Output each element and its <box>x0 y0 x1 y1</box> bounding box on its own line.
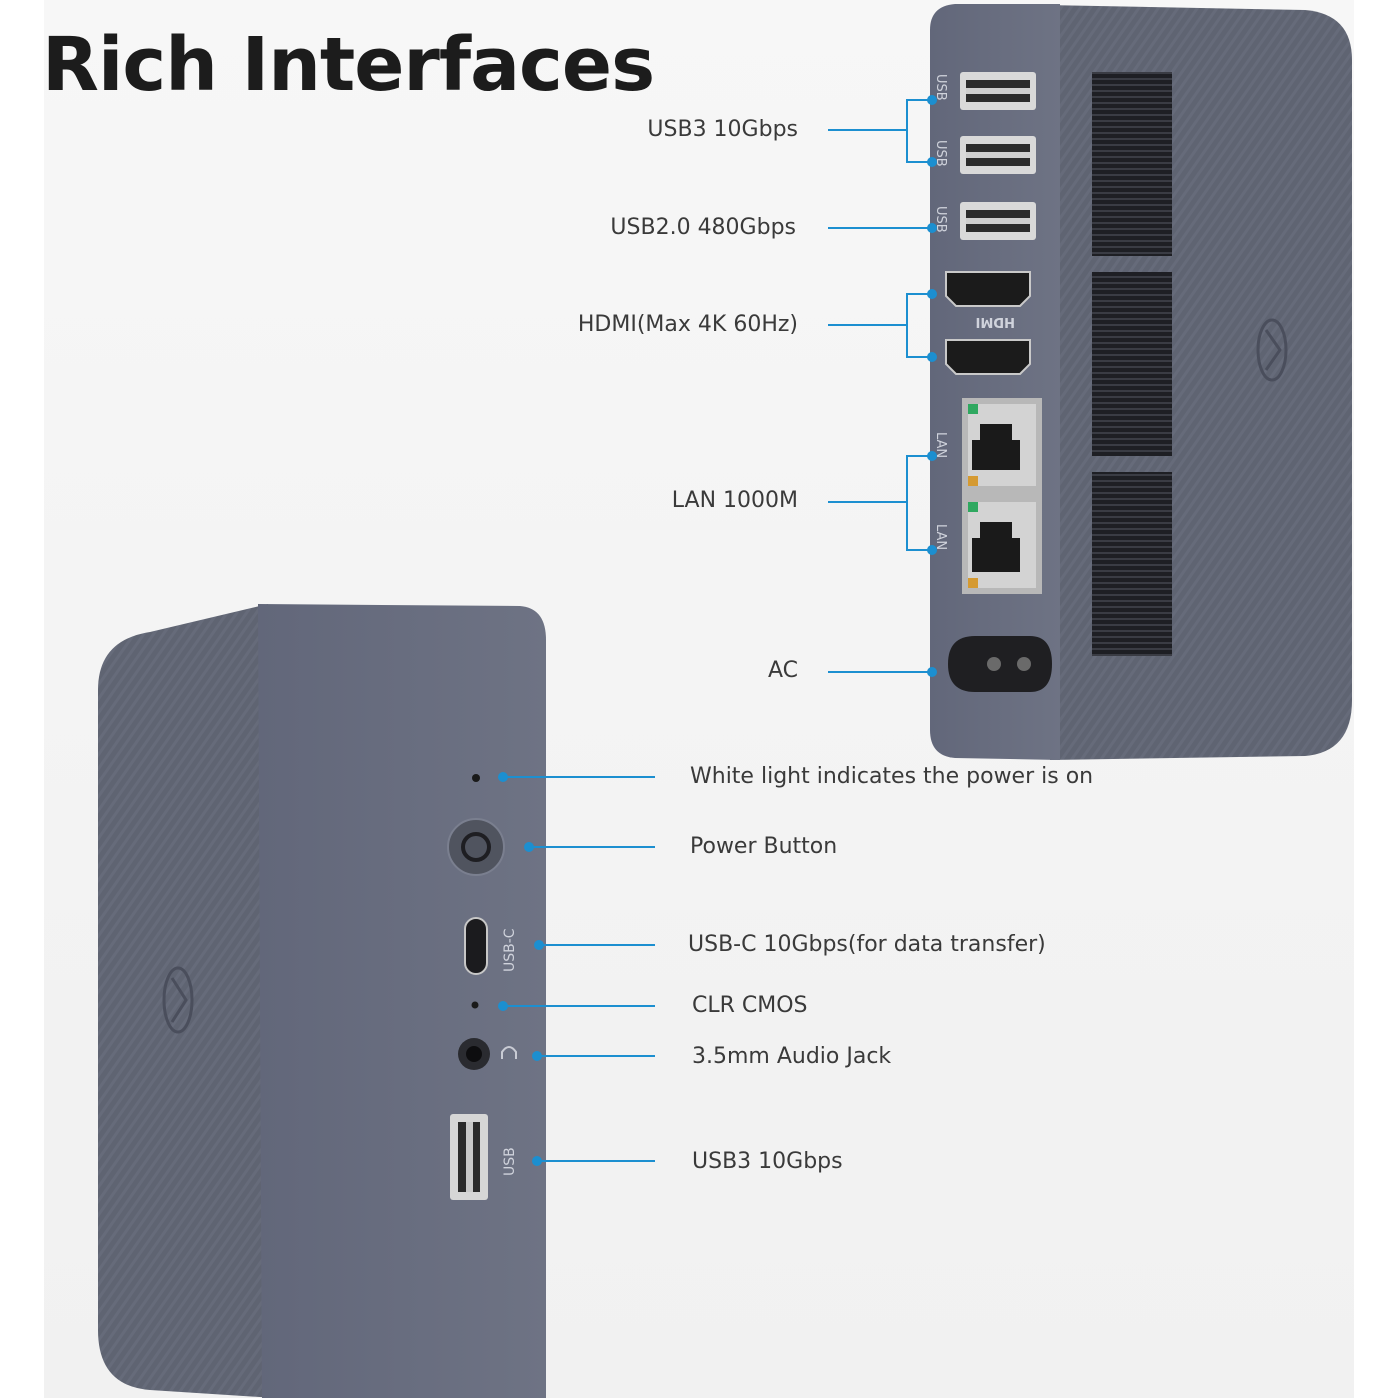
rear-usb-port-3 <box>960 202 1036 240</box>
marking-usb-c: USB-C <box>502 928 518 972</box>
clr-cmos-hole <box>471 1001 479 1009</box>
label-usb-c: USB-C 10Gbps(for data transfer) <box>688 932 1046 957</box>
rear-ac-inlet <box>948 636 1052 692</box>
callout-usb2-rear <box>828 223 937 233</box>
callout-lan-rear <box>828 451 937 555</box>
audio-jack-port <box>458 1038 490 1070</box>
callout-clr-cmos <box>498 1001 655 1011</box>
callout-power-light <box>498 772 655 782</box>
callout-hdmi-rear <box>828 289 937 362</box>
label-power-button: Power Button <box>690 834 838 859</box>
marking-usb-3: USB <box>933 206 948 233</box>
rear-hdmi-port-2 <box>945 339 1031 375</box>
label-ac-rear: AC <box>767 658 798 683</box>
page-title: Rich Interfaces <box>42 22 655 108</box>
callout-usb3-front <box>532 1156 655 1166</box>
marking-usb-2: USB <box>933 140 948 167</box>
vent-bottom <box>1092 472 1172 656</box>
label-audio: 3.5mm Audio Jack <box>692 1044 892 1069</box>
marking-usb-1: USB <box>933 74 948 101</box>
front-usb-port <box>450 1114 488 1200</box>
headphone-icon <box>501 1046 517 1059</box>
rear-device-side <box>1045 5 1352 760</box>
rear-usb-port-2 <box>960 136 1036 174</box>
label-usb3-front: USB3 10Gbps <box>692 1149 843 1174</box>
label-lan-rear: LAN 1000M <box>671 488 798 513</box>
label-clr-cmos: CLR CMOS <box>692 993 808 1018</box>
rear-hdmi-port-1 <box>945 271 1031 307</box>
callout-audio <box>532 1051 655 1061</box>
marking-lan-1: LAN <box>933 432 948 458</box>
label-hdmi-rear: HDMI(Max 4K 60Hz) <box>577 312 798 337</box>
rear-usb-port-1 <box>960 72 1036 110</box>
vent-top <box>1092 72 1172 256</box>
label-usb2-rear: USB2.0 480Gbps <box>610 215 796 240</box>
front-device-face <box>258 604 546 1398</box>
brand-logo-icon-front <box>162 966 194 1034</box>
callout-power-button <box>524 842 655 852</box>
callout-ac-rear <box>828 667 937 677</box>
callout-usb-c <box>534 940 655 950</box>
label-power-light: White light indicates the power is on <box>690 764 1094 789</box>
callout-lines <box>498 95 937 1166</box>
power-button-icon <box>447 818 505 876</box>
marking-usb-front: USB <box>502 1147 518 1176</box>
brand-logo-icon <box>1256 318 1288 382</box>
power-light-indicator <box>472 774 480 782</box>
rear-device <box>930 4 1352 760</box>
marking-hdmi: HDMI <box>976 314 1015 329</box>
vent-middle <box>1092 272 1172 456</box>
marking-lan-2: LAN <box>933 524 948 550</box>
rear-lan-block <box>962 398 1042 594</box>
usb-c-port <box>464 917 488 975</box>
callout-usb3-rear <box>828 95 937 167</box>
label-usb3-rear: USB3 10Gbps <box>647 117 798 142</box>
front-device <box>98 604 546 1398</box>
